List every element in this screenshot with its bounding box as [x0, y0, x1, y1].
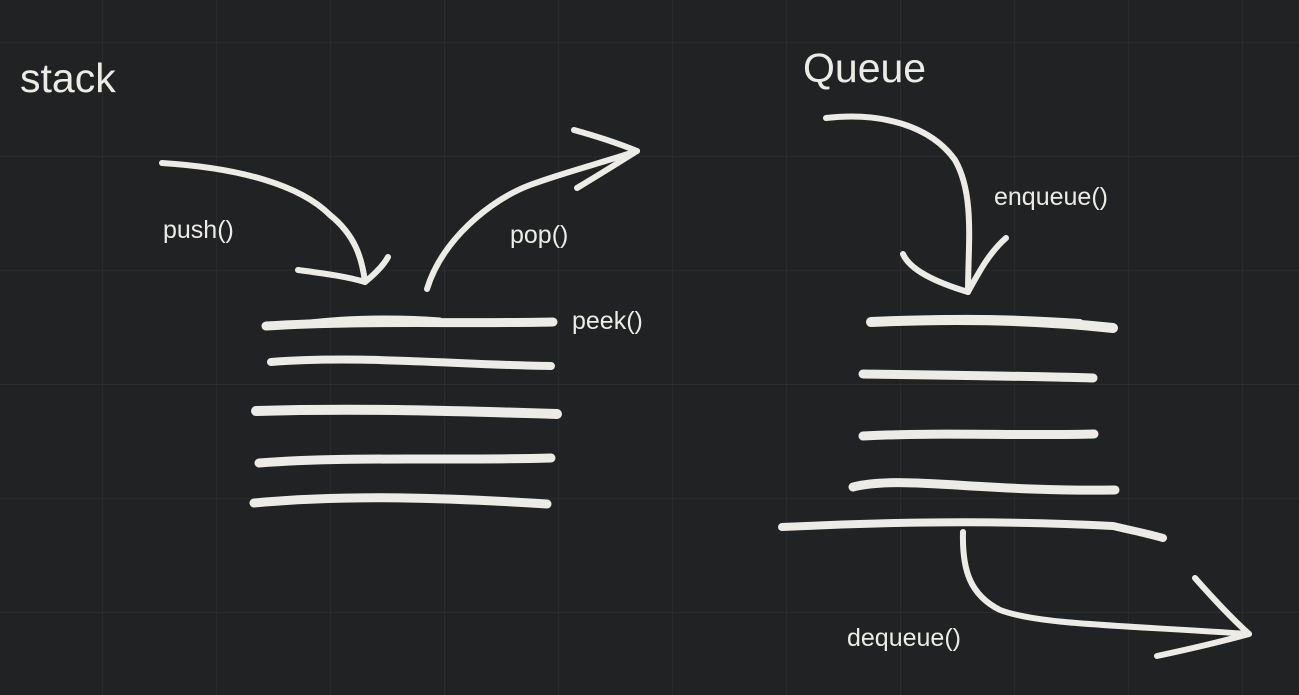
stack-title: stack — [20, 55, 116, 101]
queue-item-2 — [858, 369, 1098, 383]
pop-label: pop() — [510, 221, 569, 249]
stack-item-2 — [267, 355, 555, 370]
peek-label: peek() — [572, 307, 643, 335]
stack-item-1 — [261, 317, 558, 331]
enqueue-label: enqueue() — [994, 183, 1108, 211]
stack-items — [249, 315, 562, 509]
queue-item-5 — [778, 518, 1167, 542]
push-label: push() — [163, 216, 234, 244]
queue-item-1 — [866, 315, 1118, 333]
queue-item-3 — [858, 429, 1099, 441]
dequeue-label: dequeue() — [847, 624, 961, 652]
queue-title: Queue — [803, 45, 927, 91]
enqueue-arrow — [823, 113, 1009, 295]
stack-item-4 — [254, 453, 556, 468]
stack-item-5 — [249, 493, 552, 509]
queue-item-4 — [848, 478, 1120, 495]
queue-items — [778, 314, 1167, 542]
pop-arrow — [424, 127, 640, 292]
dequeue-arrow — [959, 529, 1252, 659]
stack-item-3 — [251, 404, 562, 419]
